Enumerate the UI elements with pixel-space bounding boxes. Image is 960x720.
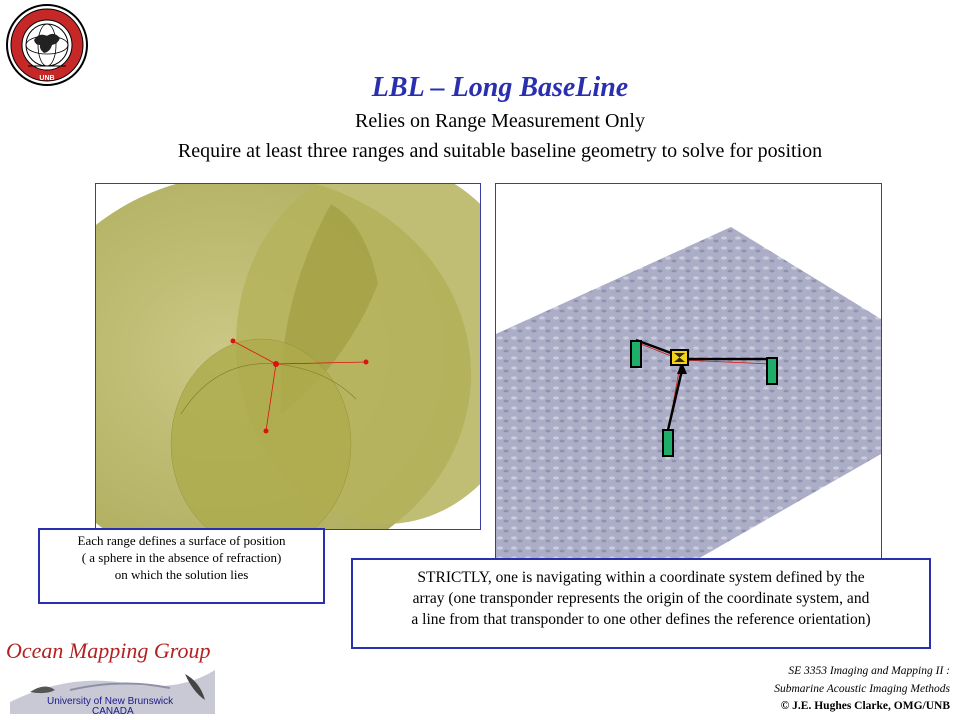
- caption-right-line-3: a line from that transponder to one othe…: [411, 611, 871, 628]
- university-country: CANADA: [92, 706, 134, 717]
- university-name: University of New Brunswick: [47, 696, 174, 707]
- subtitle-2: Require at least three ranges and suitab…: [177, 140, 823, 162]
- logo-ring-bottom: UNB: [39, 75, 54, 82]
- course-title: Submarine Acoustic Imaging Methods: [774, 683, 950, 695]
- caption-box-left: Each range defines a surface of position…: [38, 528, 325, 604]
- range-sphere-3: [170, 338, 352, 529]
- copyright-text: © J.E. Hughes Clarke, OMG/UNB: [780, 700, 950, 712]
- transponder-point-3: [263, 428, 269, 434]
- seafloor-illustration: [496, 184, 881, 560]
- ocean-mapping-group-logo: [10, 670, 215, 714]
- caption-right-line-2: array (one transponder represents the or…: [412, 590, 870, 607]
- course-code: SE 3353 Imaging and Mapping II :: [788, 665, 950, 677]
- transponder-3: [662, 429, 674, 457]
- caption-right-line-1: STRICTLY, one is navigating within a coo…: [417, 569, 865, 586]
- spheres-illustration: [96, 184, 480, 529]
- caption-box-right: STRICTLY, one is navigating within a coo…: [351, 558, 931, 649]
- unb-engineering-logo: UNB: [6, 4, 88, 86]
- transponder-point-1: [230, 338, 236, 344]
- transponder-1: [630, 340, 642, 368]
- seafloor-surface: [496, 227, 881, 560]
- ocean-mapping-group-title: Ocean Mapping Group: [6, 638, 211, 663]
- solution-point: [273, 361, 279, 367]
- transponder-2: [766, 357, 778, 385]
- range-spheres-figure: [95, 183, 481, 530]
- caption-left-line-1: Each range defines a surface of position: [77, 533, 286, 548]
- caption-left-line-3: on which the solution lies: [114, 567, 249, 582]
- transponder-point-2: [363, 359, 369, 365]
- subtitle-1: Relies on Range Measurement Only: [355, 110, 645, 132]
- caption-left-line-2: ( a sphere in the absence of refraction): [81, 550, 282, 565]
- seafloor-transponder-figure: [495, 183, 882, 561]
- slide-title: LBL – Long BaseLine: [371, 72, 629, 103]
